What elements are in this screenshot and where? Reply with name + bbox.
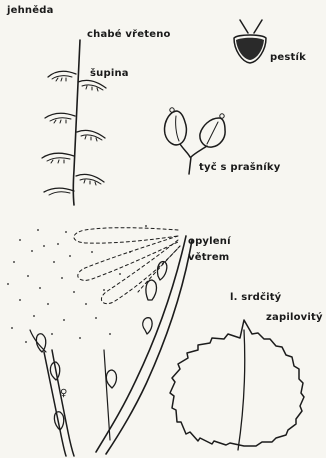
catkin-scale: [78, 80, 106, 91]
pollen-cloud: [7, 225, 180, 343]
catkin-scale: [48, 71, 76, 81]
catkin-drawing: [42, 40, 106, 205]
branch-drawing: [30, 236, 192, 456]
catkin-scale: [42, 153, 74, 163]
label-flower-mark: ♀: [60, 388, 68, 399]
label-leaf-margin: zapilovitý: [266, 312, 323, 323]
label-axis: chabé vřeteno: [87, 29, 171, 40]
label-scale: šupina: [90, 68, 129, 79]
leaf-drawing: [170, 320, 304, 450]
catkin-scale: [77, 130, 105, 141]
label-stamen: tyč s prašníky: [199, 162, 280, 173]
label-catkin: jehněda: [7, 5, 54, 16]
label-wind-pollination: opylení větrem: [188, 234, 246, 266]
catkin-scale: [45, 113, 75, 123]
catkin-scale: [44, 188, 74, 195]
label-leaf-shape: l. srdčitý: [230, 292, 281, 303]
label-pistil: pestík: [270, 52, 306, 63]
catkin-scale: [76, 174, 104, 185]
pistil-drawing: [234, 20, 266, 63]
